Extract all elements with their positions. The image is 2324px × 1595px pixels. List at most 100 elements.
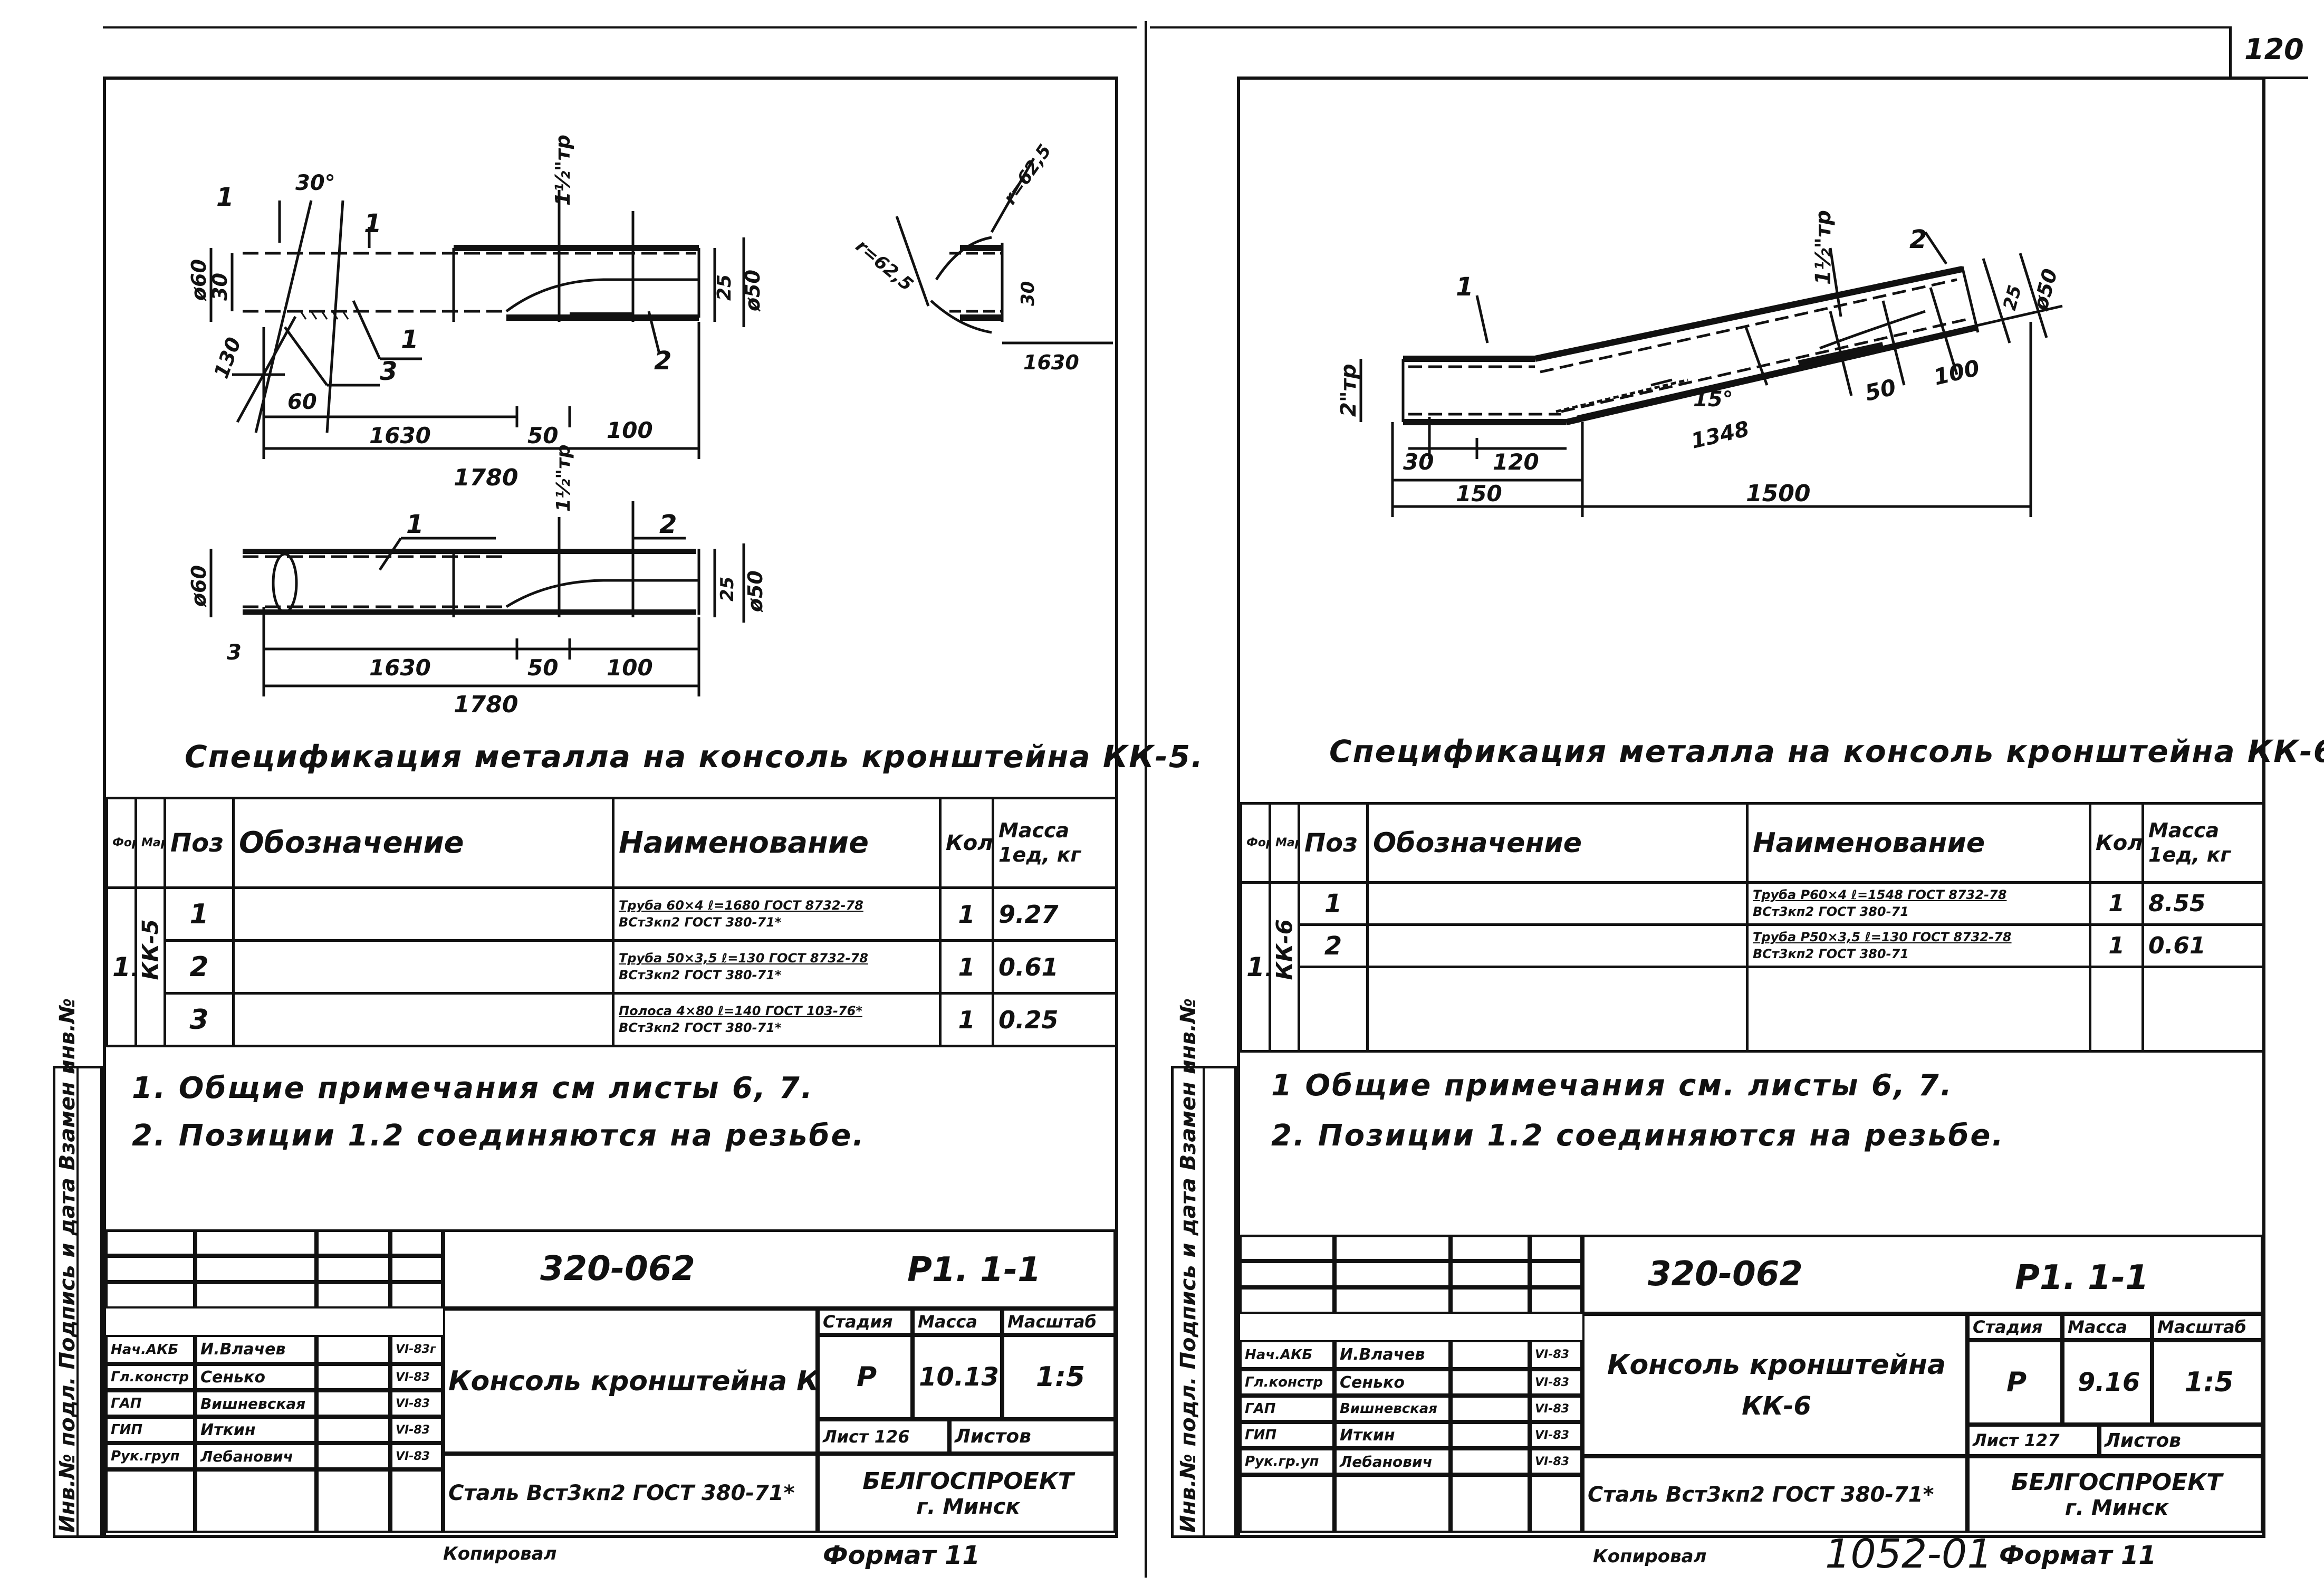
right-bottom-copied: Копировал bbox=[1593, 1546, 1707, 1567]
right-dim120-label: 120 bbox=[1493, 449, 1539, 475]
left-header-mass: Масса 1ед, кг bbox=[992, 797, 1118, 889]
left-row2-qty: 1 bbox=[939, 939, 994, 995]
right-stamp-sheet: Лист 127 bbox=[1967, 1425, 2099, 1456]
right-stamp-role-0: Нач.АКБ bbox=[1240, 1340, 1334, 1369]
left-bottom-dim100-label: 100 bbox=[607, 655, 653, 681]
right-stamp: Нач.АКБ И.Влачев VI-83 Гл.констр Сенько … bbox=[1240, 1235, 2263, 1535]
right-header-mass: Масса 1ед, кг bbox=[2141, 802, 2265, 884]
left-stamp: Нач.АКБ И.Влачев VI-83г Гл.констр Сенько… bbox=[105, 1229, 1116, 1535]
left-bottom-d60-label: ø60 bbox=[187, 565, 210, 607]
right-stamp-sign-0 bbox=[1451, 1340, 1530, 1369]
left-stamp-stage-label: Стадия bbox=[818, 1309, 913, 1335]
right-binding-divider bbox=[1203, 1066, 1205, 1538]
left-stamp-date-1: VI-83 bbox=[390, 1364, 443, 1390]
left-dim1630-label: 1630 bbox=[369, 423, 431, 448]
left-stamp-date-3: VI-83 bbox=[390, 1417, 443, 1443]
left-side-dim1630-label: 1630 bbox=[1023, 351, 1079, 374]
left-stamp-title: Консоль кронштейна КК-5 bbox=[443, 1309, 818, 1454]
right-stamp-sheets: Листов bbox=[2099, 1425, 2263, 1456]
left-drawing: 30° 1 1 1½"тр ø60 30 25 ø50 1 2 3 130 60… bbox=[187, 135, 1113, 718]
left-thread-label: 1½"тр bbox=[551, 135, 574, 206]
right-stamp-scale-label: Масштаб bbox=[2152, 1314, 2263, 1340]
left-row2-designation bbox=[232, 939, 614, 995]
left-section-mark-b: 1 bbox=[364, 209, 381, 238]
right-dim50-label: 50 bbox=[1862, 374, 1898, 406]
table-row: 2 Труба Р50×3,5 ℓ=130 ГОСТ 8732-78 ВСт3к… bbox=[1241, 923, 2265, 968]
left-dim30-label: 30 bbox=[208, 273, 232, 301]
table-row: 3 Полоса 4×80 ℓ=140 ГОСТ 103-76* ВСт3кп2… bbox=[107, 992, 1118, 1047]
left-row1-mass: 9.27 bbox=[992, 886, 1118, 942]
right-thread-top-label: 1½"тр bbox=[1811, 210, 1836, 285]
left-row2-mass: 0.61 bbox=[992, 939, 1118, 995]
left-dim50-label: 50 bbox=[527, 423, 558, 448]
left-binding-divider bbox=[76, 1066, 79, 1538]
right-dim150-label: 150 bbox=[1456, 481, 1502, 507]
left-note-1: 1. Общие примечания см листы 6, 7. bbox=[132, 1071, 814, 1105]
left-row3-qty: 1 bbox=[939, 992, 994, 1047]
table-row: 11 КК-5 1 Труба 60×4 ℓ=1680 ГОСТ 8732-78… bbox=[105, 886, 1118, 1047]
left-d50-label: ø50 bbox=[741, 270, 764, 312]
right-bottom-format: Формат 11 bbox=[1999, 1541, 2156, 1570]
right-stamp-role-1: Гл.констр bbox=[1240, 1369, 1334, 1396]
right-stamp-sign-2 bbox=[1451, 1396, 1530, 1422]
left-row3-pos: 3 bbox=[164, 992, 235, 1047]
left-bottom-dim1780-label: 1780 bbox=[454, 691, 518, 718]
right-angle-label: 15° bbox=[1693, 387, 1733, 412]
right-stamp-name-3: Иткин bbox=[1334, 1422, 1451, 1448]
right-row2-pos: 2 bbox=[1298, 923, 1369, 968]
right-stamp-title2: КК-6 bbox=[1742, 1391, 1811, 1421]
left-stamp-role-3: ГИП bbox=[105, 1417, 195, 1443]
right-pos2-label: 2 bbox=[1909, 225, 1927, 254]
right-drawing: 1 2 2"тр 1½"тр 25 ø50 15° 1348 50 100 30… bbox=[1337, 210, 2063, 517]
right-row3-designation bbox=[1366, 966, 1749, 1053]
right-stamp-role-4: Рук.гр.уп bbox=[1240, 1448, 1334, 1475]
left-stamp-sign-3 bbox=[316, 1417, 390, 1443]
right-row2-name: Труба Р50×3,5 ℓ=130 ГОСТ 8732-78 ВСт3кп2… bbox=[1746, 923, 2091, 968]
left-bottom-copied: Копировал bbox=[443, 1543, 557, 1564]
right-dim30-label: 30 bbox=[1403, 449, 1434, 475]
left-spec-table: Формат Марка Поз Обозначение Наименовани… bbox=[105, 797, 1118, 1047]
left-stamp-role-2: ГАП bbox=[105, 1390, 195, 1417]
left-mark-value: КК-5 bbox=[135, 886, 166, 1047]
left-row3-name: Полоса 4×80 ℓ=140 ГОСТ 103-76* ВСт3кп2 Г… bbox=[612, 992, 942, 1047]
left-spec-caption: Спецификация металла на консоль кронштей… bbox=[185, 739, 1204, 775]
right-stamp-date-0: VI-83 bbox=[1530, 1340, 1582, 1369]
right-stamp-name-2: Вишневская bbox=[1334, 1396, 1451, 1422]
left-dim1780-label: 1780 bbox=[454, 464, 518, 491]
right-row3-qty bbox=[2089, 966, 2144, 1053]
left-bottom-dim1630-label: 1630 bbox=[369, 655, 431, 681]
right-stamp-material: Сталь Вст3кп2 ГОСТ 380-71* bbox=[1582, 1456, 1967, 1533]
right-header-mark: Марка bbox=[1269, 802, 1300, 884]
table-row: 2 Труба 50×3,5 ℓ=130 ГОСТ 8732-78 ВСт3кп… bbox=[107, 939, 1118, 995]
left-format-value: 11 bbox=[105, 886, 137, 1047]
right-stamp-date-3: VI-83 bbox=[1530, 1422, 1582, 1448]
right-stamp-city: г. Минск bbox=[2064, 1496, 2169, 1520]
right-stamp-date-2: VI-83 bbox=[1530, 1396, 1582, 1422]
left-stamp-scale-label: Масштаб bbox=[1002, 1309, 1116, 1335]
left-stamp-sign-0 bbox=[316, 1335, 390, 1364]
left-angle-label: 30° bbox=[295, 171, 335, 195]
left-stamp-name-2: Вишневская bbox=[195, 1390, 316, 1417]
center-divider bbox=[1145, 21, 1147, 1578]
right-row3-pos bbox=[1298, 966, 1369, 1053]
left-row3-designation bbox=[232, 992, 614, 1047]
left-stamp-mass: 10.13 bbox=[913, 1335, 1002, 1419]
left-stamp-role-4: Рук.груп bbox=[105, 1443, 195, 1469]
right-note-1: 1 Общие примечания см. листы 6, 7. bbox=[1271, 1068, 1953, 1103]
right-dim25-label: 25 bbox=[1999, 283, 2026, 312]
right-dim1500-label: 1500 bbox=[1746, 480, 1810, 507]
left-header-designation: Обозначение bbox=[232, 797, 614, 889]
right-row1-pos: 1 bbox=[1298, 881, 1369, 926]
left-header-mark: Марка bbox=[135, 797, 166, 889]
right-row1-designation bbox=[1366, 881, 1749, 926]
right-stamp-sign-1 bbox=[1451, 1369, 1530, 1396]
right-spec-caption: Спецификация металла на консоль кронштей… bbox=[1329, 733, 2324, 769]
right-thread-left-label: 2"тр bbox=[1337, 364, 1361, 417]
left-bottom-pos1-label: 1 bbox=[406, 510, 424, 539]
left-dim60-label: 60 bbox=[287, 390, 317, 414]
left-stamp-date-0: VI-83г bbox=[390, 1335, 443, 1364]
right-mark-value: КК-6 bbox=[1269, 881, 1300, 1053]
left-stamp-name-3: Иткин bbox=[195, 1417, 316, 1443]
right-stamp-name-1: Сенько bbox=[1334, 1369, 1451, 1396]
right-stamp-role-3: ГИП bbox=[1240, 1422, 1334, 1448]
